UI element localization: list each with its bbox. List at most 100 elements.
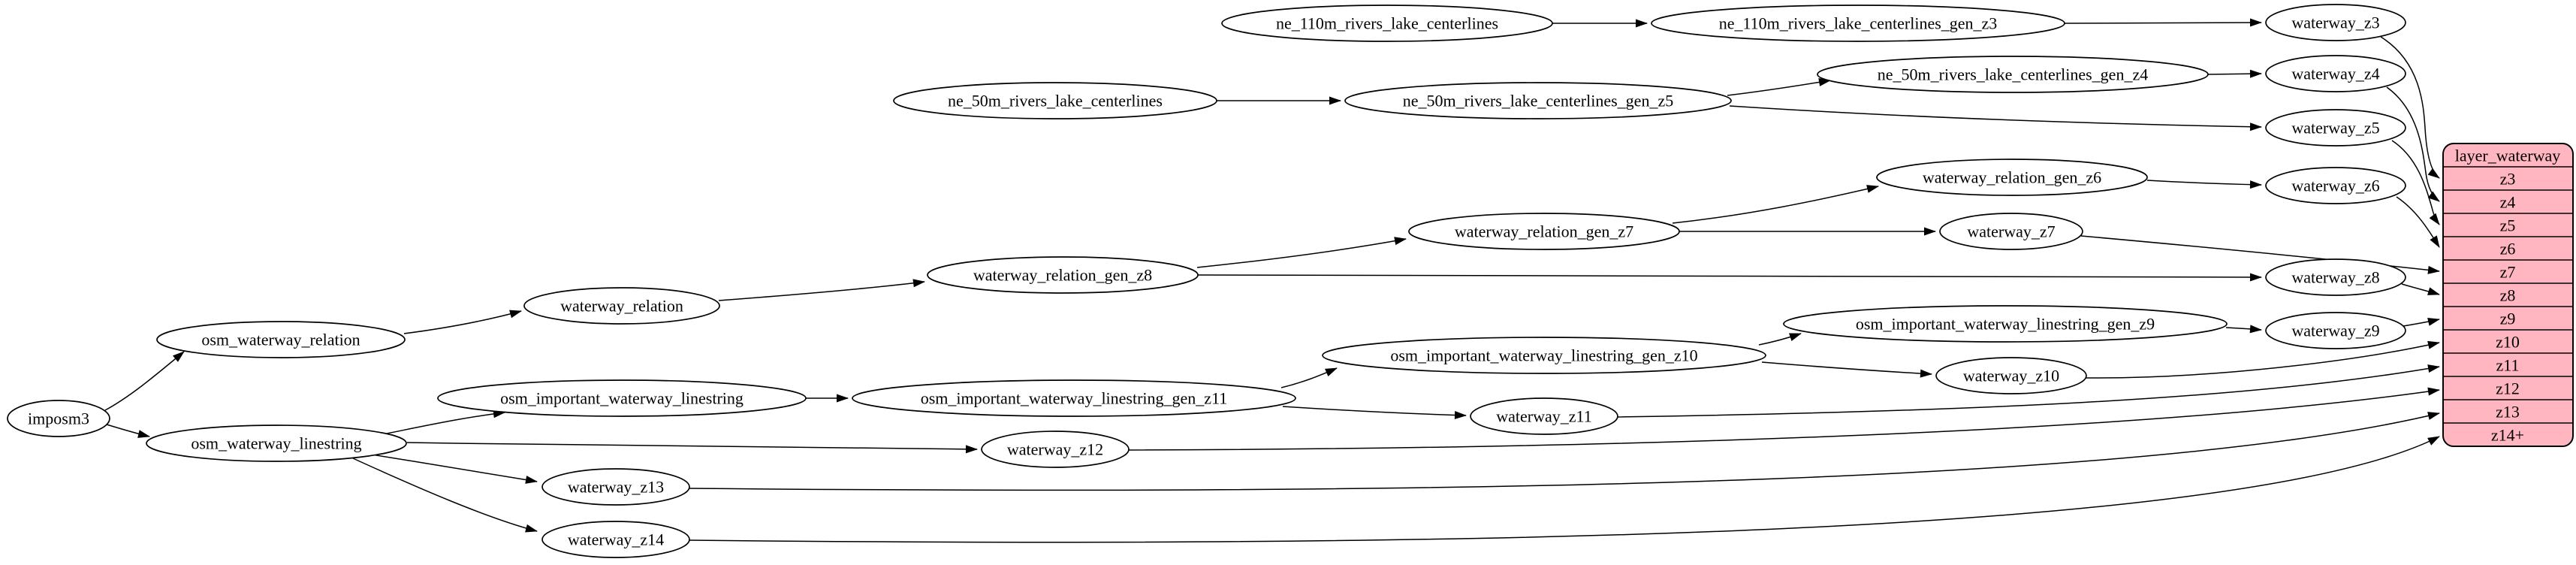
node-waterway_z10: waterway_z10	[1935, 357, 2087, 394]
edge-osm_waterway_linestring-to-waterway_z12	[406, 442, 978, 454]
edge-gen_z11-to-gen_z10	[1280, 367, 1338, 388]
node-label: waterway_z5	[2291, 119, 2379, 137]
table-title: layer_waterway	[2455, 147, 2560, 165]
node-label: waterway_z4	[2291, 65, 2379, 83]
table-row-z5: z5	[2500, 216, 2516, 235]
table-row-z12: z12	[2496, 379, 2520, 398]
node-label: waterway_z10	[1963, 367, 2059, 385]
table-background	[2442, 143, 2574, 447]
edge-waterway_z14-to-row-z14plus	[689, 436, 2440, 543]
edge-waterway_z9-to-row-z9	[2403, 318, 2440, 327]
edge-waterway_relation_gen_z8-to-waterway_z8	[1197, 273, 2262, 282]
node-label: osm_important_waterway_linestring_gen_z1…	[1390, 346, 1697, 365]
table-row-z6: z6	[2500, 240, 2516, 258]
node-waterway_z5: waterway_z5	[2265, 109, 2406, 147]
node-waterway_z14: waterway_z14	[541, 521, 690, 558]
edge-osm_waterway_relation-to-waterway_relation	[403, 310, 522, 334]
edge-waterway_z12-to-row-z12	[1128, 387, 2440, 451]
node-ne_50m_rivers_lake_centerlines_gen_z5: ne_50m_rivers_lake_centerlines_gen_z5	[1344, 82, 1732, 119]
table-row-z7: z7	[2500, 263, 2516, 282]
table-row-z14plus: z14+	[2491, 426, 2524, 445]
node-label: osm_important_waterway_linestring_gen_z1…	[921, 389, 1228, 408]
node-label: waterway_z9	[2291, 322, 2379, 340]
edge-waterway_z6-to-row-z6	[2396, 196, 2440, 248]
edge-osm_waterway_linestring-to-waterway_z13	[371, 454, 538, 484]
node-imposm3: imposm3	[7, 400, 110, 437]
node-label: waterway_z6	[2291, 177, 2379, 195]
edge-osm_waterway_linestring-to-osm_important_waterway_linestring	[382, 409, 505, 435]
node-label: ne_110m_rivers_lake_centerlines	[1276, 14, 1498, 33]
edge-waterway_z10-to-row-z10	[2085, 340, 2440, 379]
edge-waterway_relation_gen_z8-to-waterway_relation_gen_z7	[1196, 237, 1407, 268]
node-waterway_z6: waterway_z6	[2265, 167, 2406, 204]
node-label: waterway_z8	[2291, 268, 2379, 287]
node-ne_110m_rivers_lake_centerlines: ne_110m_rivers_lake_centerlines	[1221, 5, 1553, 42]
node-label: waterway_relation_gen_z7	[1455, 222, 1633, 241]
node-osm_waterway_relation: osm_waterway_relation	[156, 321, 406, 358]
node-label: ne_110m_rivers_lake_centerlines_gen_z3	[1719, 14, 1998, 33]
node-label: waterway_z11	[1496, 407, 1591, 426]
table-row-z10: z10	[2496, 333, 2520, 352]
edge-imposm3-to-osm_waterway_linestring	[106, 424, 150, 438]
node-label: waterway_z14	[568, 530, 664, 549]
node-osm_waterway_linestring: osm_waterway_linestring	[146, 425, 407, 462]
table-row-z13: z13	[2496, 403, 2520, 421]
edge-gen_z11-to-waterway_z11	[1282, 406, 1467, 420]
edge-imposm3-to-osm_waterway_relation	[104, 351, 185, 411]
edge-waterway_relation-to-waterway_relation_gen_z8	[718, 279, 925, 301]
table-row-z8: z8	[2500, 286, 2516, 305]
node-label: waterway_z3	[2291, 14, 2379, 32]
edge-waterway_relation_gen_z6-to-waterway_z6	[2146, 180, 2262, 189]
edge-waterway_z11-to-row-z11	[1617, 364, 2440, 418]
table-layer_waterway: layer_waterway z3 z4 z5 z6 z7 z8 z9 z10 …	[2442, 143, 2574, 447]
edge-waterway_z5-to-row-z5	[2391, 140, 2440, 225]
edge-waterway_relation_gen_z7-to-waterway_relation_gen_z6	[1672, 185, 1879, 224]
edge-waterway_z8-to-row-z8	[2401, 283, 2440, 295]
node-waterway_z7: waterway_z7	[1939, 213, 2083, 250]
node-osm_important_waterway_linestring_gen_z11: osm_important_waterway_linestring_gen_z1…	[852, 379, 1296, 417]
node-waterway_z3: waterway_z3	[2265, 4, 2406, 41]
node-waterway_z9: waterway_z9	[2265, 312, 2406, 349]
node-label: osm_waterway_linestring	[191, 434, 361, 453]
node-label: ne_50m_rivers_lake_centerlines_gen_z5	[1403, 92, 1673, 110]
table-row-z11: z11	[2496, 356, 2520, 375]
node-label: imposm3	[28, 409, 89, 428]
node-label: waterway_z7	[1967, 222, 2055, 241]
node-waterway_z11: waterway_z11	[1470, 397, 1618, 435]
edge-waterway_z7-to-row-z7	[2080, 235, 2440, 274]
node-waterway_relation_gen_z8: waterway_relation_gen_z8	[927, 256, 1199, 294]
node-waterway_z12: waterway_z12	[981, 431, 1130, 468]
table-row-z3: z3	[2500, 170, 2516, 189]
node-ne_50m_rivers_lake_centerlines_gen_z4: ne_50m_rivers_lake_centerlines_gen_z4	[1817, 56, 2209, 93]
table-row-z4: z4	[2500, 193, 2516, 212]
node-label: waterway_relation_gen_z8	[973, 266, 1152, 285]
node-label: osm_waterway_relation	[201, 331, 360, 349]
node-label: ne_50m_rivers_lake_centerlines_gen_z4	[1878, 65, 2148, 84]
node-label: waterway_z12	[1007, 440, 1103, 459]
node-waterway_z8: waterway_z8	[2265, 258, 2406, 296]
node-waterway_relation_gen_z7: waterway_relation_gen_z7	[1408, 213, 1680, 250]
node-label: waterway_z13	[568, 478, 664, 497]
edge-layer	[104, 18, 2440, 543]
edge-gen_z5-to-gen_z4	[1727, 78, 1831, 96]
edge-gen_z10-to-gen_z9	[1758, 333, 1802, 346]
node-ne_110m_rivers_lake_centerlines_gen_z3: ne_110m_rivers_lake_centerlines_gen_z3	[1651, 5, 2065, 42]
node-waterway_relation: waterway_relation	[523, 287, 720, 325]
node-label: waterway_relation_gen_z6	[1923, 168, 2101, 187]
edge-waterway_z3-to-row-z3	[2380, 36, 2440, 179]
edge-gen_z9-to-waterway_z9	[2225, 325, 2262, 334]
node-label: osm_important_waterway_linestring_gen_z9	[1856, 315, 2155, 334]
edge-gen_z10-to-waterway_z10	[1761, 361, 1932, 378]
node-osm_important_waterway_linestring: osm_important_waterway_linestring	[437, 379, 807, 417]
table-row-z9: z9	[2500, 310, 2516, 328]
node-osm_important_waterway_linestring_gen_z10: osm_important_waterway_linestring_gen_z1…	[1322, 337, 1766, 374]
node-label: waterway_relation	[560, 297, 683, 316]
node-ne_50m_rivers_lake_centerlines: ne_50m_rivers_lake_centerlines	[893, 82, 1217, 119]
edge-waterway_z13-to-row-z13	[689, 412, 2440, 491]
node-waterway_z13: waterway_z13	[541, 468, 690, 506]
edge-waterway_z4-to-row-z4	[2386, 86, 2440, 202]
node-waterway_z4: waterway_z4	[2265, 55, 2406, 92]
node-waterway_relation_gen_z6: waterway_relation_gen_z6	[1876, 159, 2148, 196]
node-label: ne_50m_rivers_lake_centerlines	[948, 92, 1163, 110]
